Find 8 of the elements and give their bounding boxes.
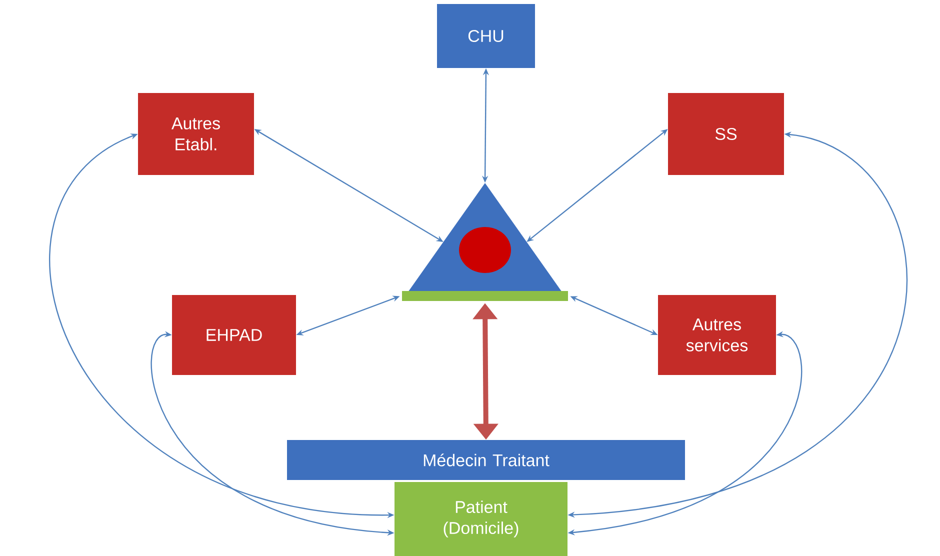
bar: Médecin Traitant xyxy=(287,440,685,480)
box: EHPAD xyxy=(172,294,296,375)
box: Autres Etabl. xyxy=(138,93,254,175)
box: CHU xyxy=(437,4,535,68)
triangle-drawing xyxy=(402,183,568,301)
box: Autres services xyxy=(658,294,776,375)
box: Patient (Domicile) xyxy=(394,482,568,556)
box: SS xyxy=(668,93,784,175)
